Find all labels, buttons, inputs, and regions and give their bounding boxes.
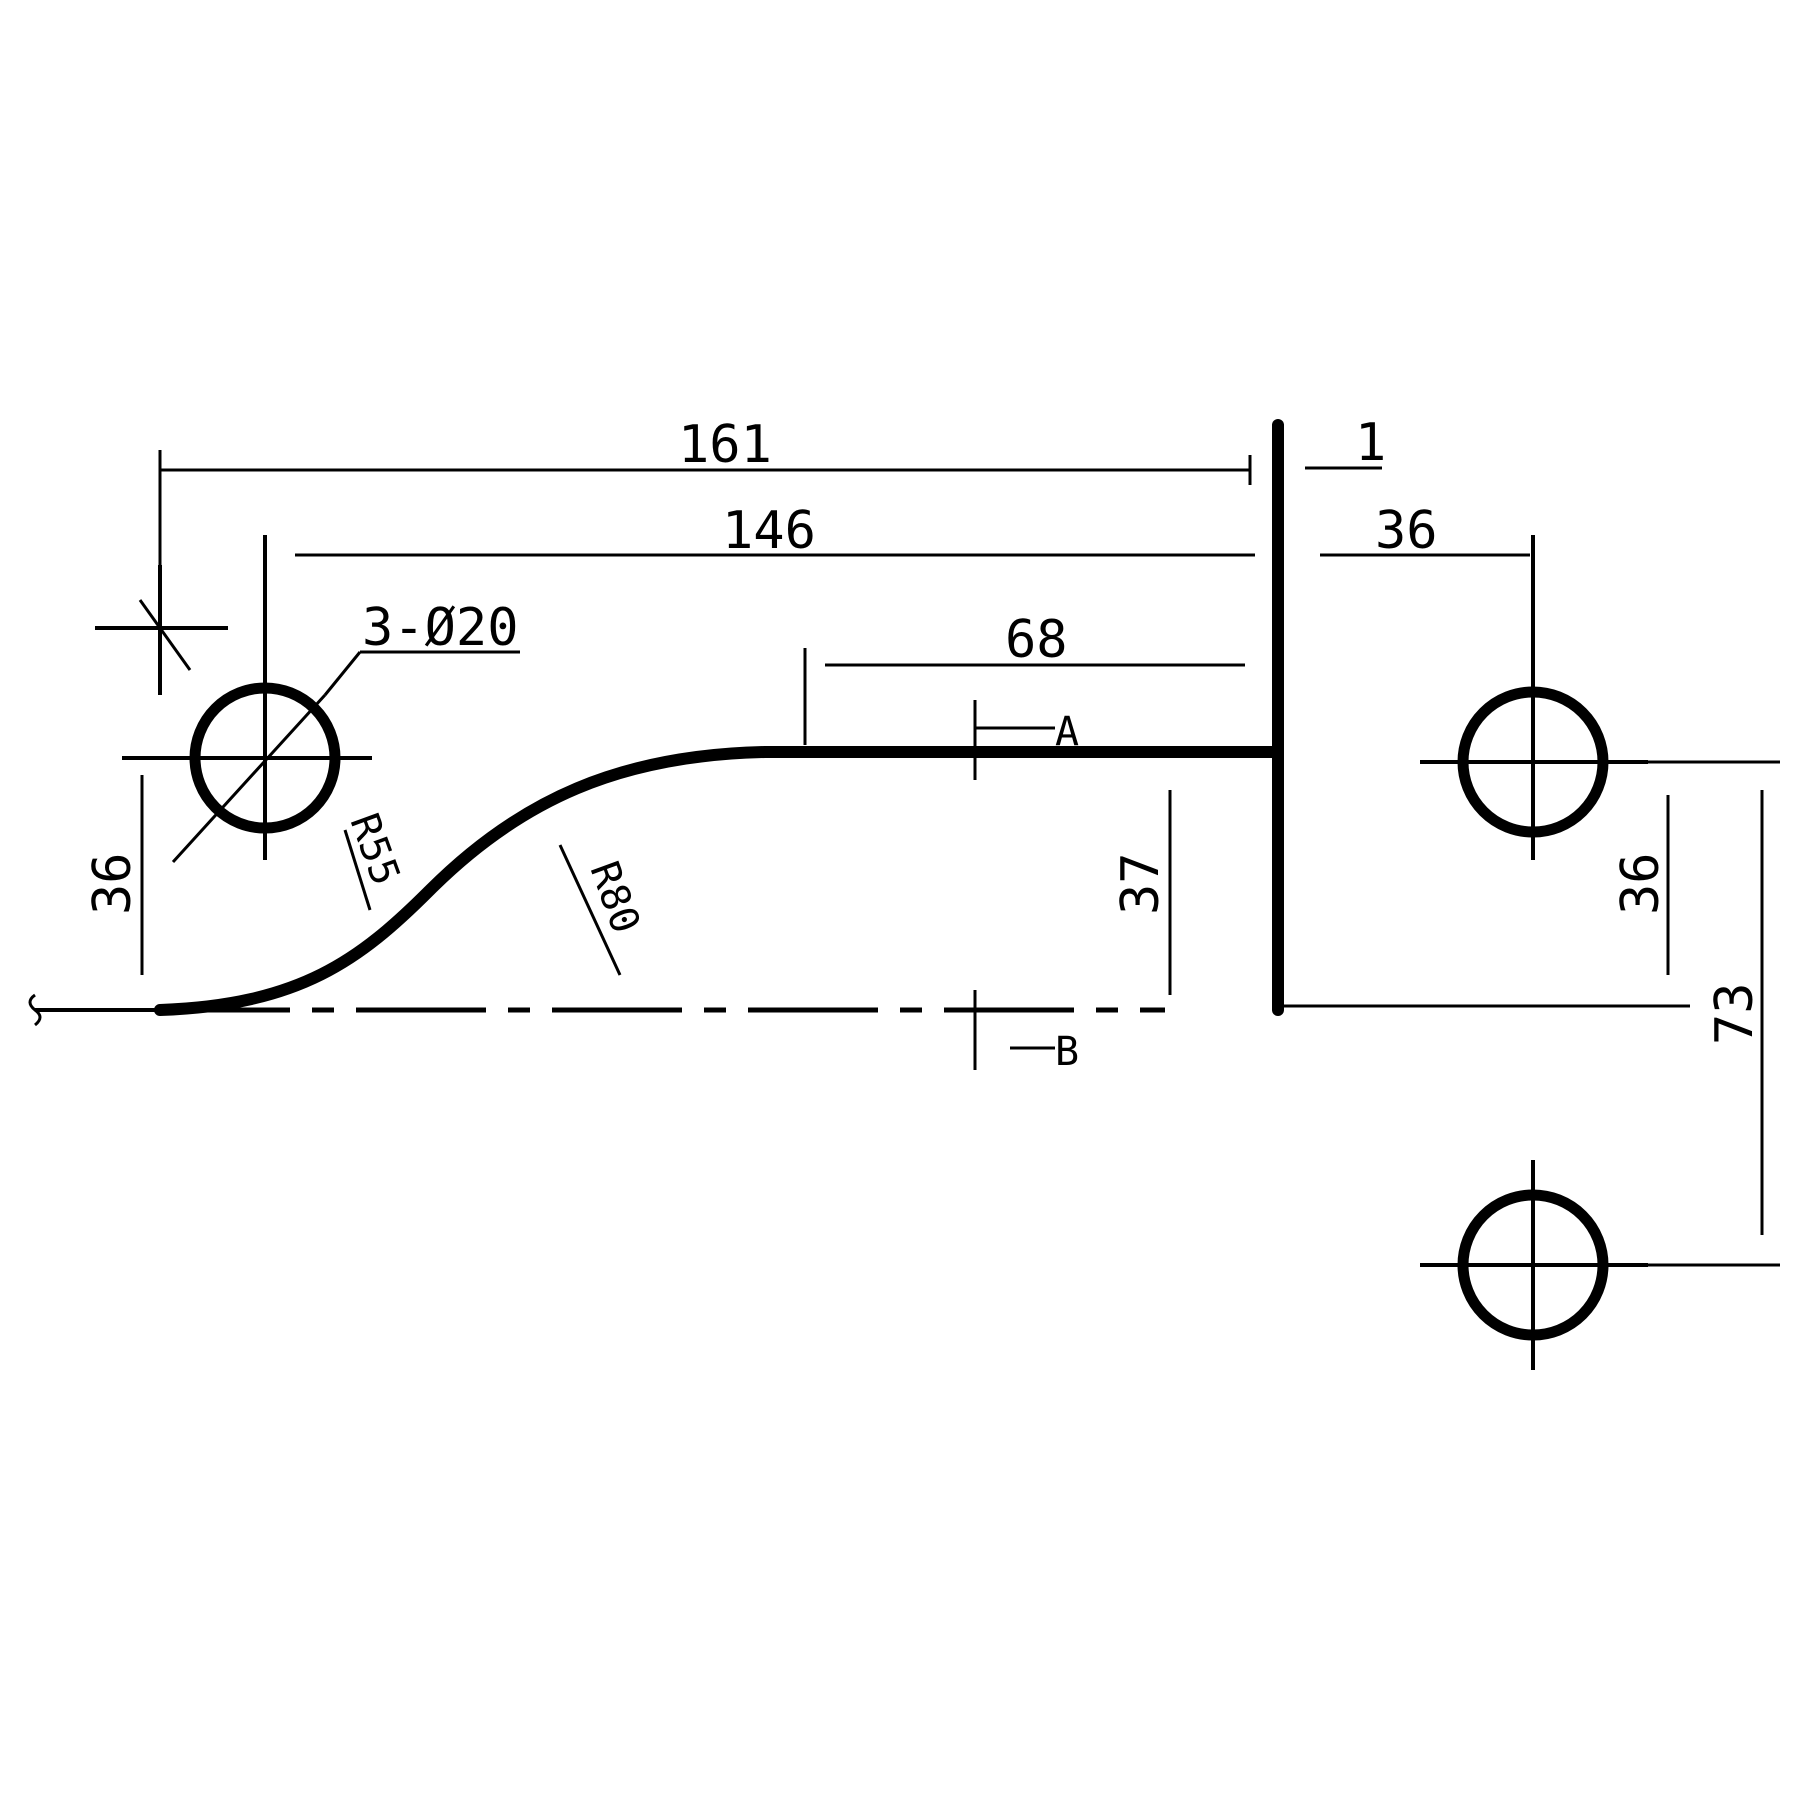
dim-36-left: 36 — [83, 852, 143, 915]
radius-r80: R80 — [581, 856, 649, 940]
part-outline — [28, 419, 1690, 1027]
dim-37: 37 — [1111, 852, 1171, 915]
dim-36-top: 36 — [1375, 501, 1438, 561]
hole-callout: 3-Ø20 — [362, 598, 519, 658]
dim-73: 73 — [1705, 982, 1765, 1045]
break-mark — [28, 993, 42, 1027]
radius-r55: R55 — [341, 808, 409, 892]
dim-161: 161 — [678, 415, 772, 475]
dim-68: 68 — [1005, 610, 1068, 670]
section-a-label: A — [1055, 709, 1079, 755]
section-marker-b: B — [1010, 1029, 1079, 1075]
dim-1: 1 — [1355, 413, 1386, 473]
hole-right-bottom — [1420, 1160, 1648, 1370]
s-curve-profile — [154, 746, 771, 1016]
section-b-label: B — [1055, 1029, 1079, 1075]
reference-cross-mark — [95, 565, 228, 695]
section-marker-a: A — [975, 709, 1079, 755]
dim-36-right: 36 — [1611, 852, 1671, 915]
dim-146: 146 — [722, 501, 816, 561]
dimension-lines — [140, 455, 1764, 1235]
hole-left — [122, 535, 372, 864]
extension-lines — [158, 450, 1780, 1267]
